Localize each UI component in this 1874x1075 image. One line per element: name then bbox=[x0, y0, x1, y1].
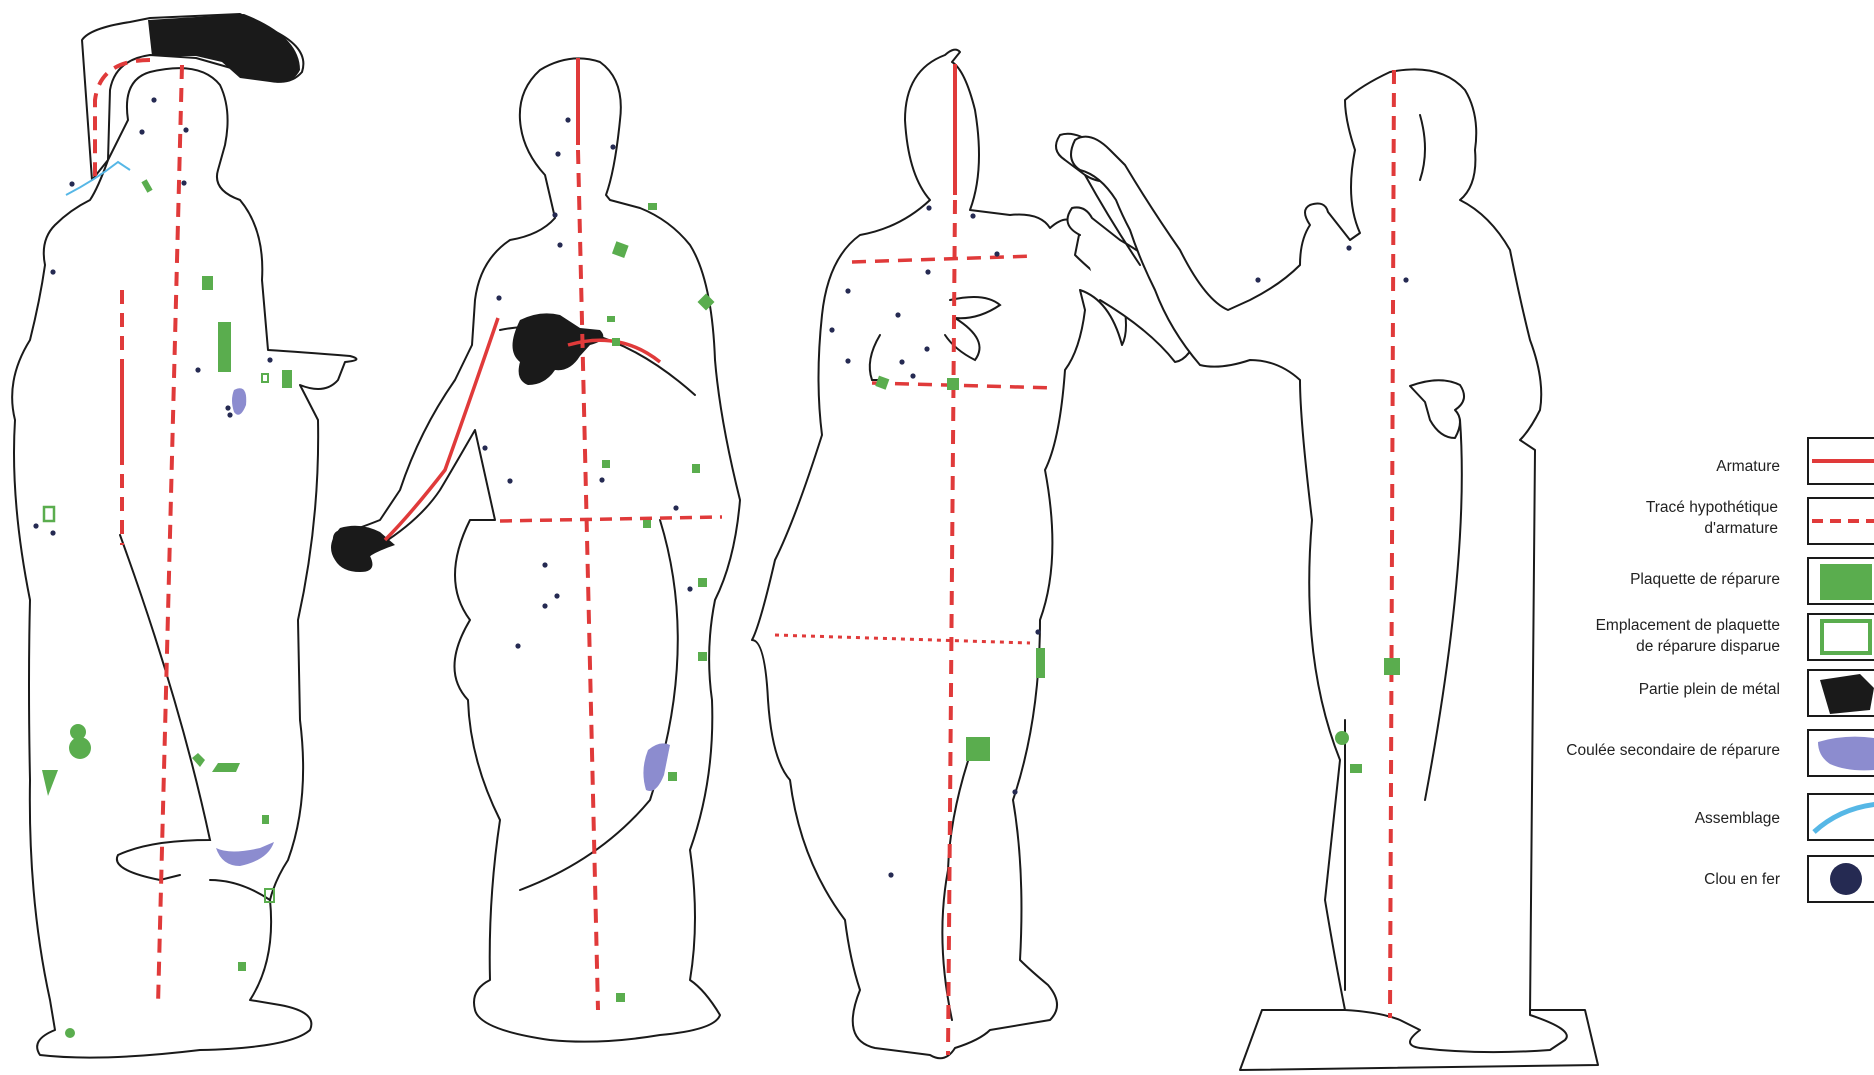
legend-label: de réparure disparue bbox=[1636, 638, 1780, 655]
statue-1-plaque bbox=[238, 962, 246, 971]
legend-item-assembly: Assemblage bbox=[1695, 794, 1874, 840]
legend-item-solid-metal: Partie plein de métal bbox=[1639, 670, 1874, 716]
statue-1-outline bbox=[12, 68, 356, 1057]
statue-2 bbox=[331, 58, 740, 1042]
legend-label: Armature bbox=[1716, 458, 1780, 475]
statue-2-outline bbox=[334, 58, 740, 1041]
statue-1-plaque bbox=[65, 1028, 75, 1038]
nail-icon bbox=[1830, 863, 1862, 895]
legend-item-armature: Armature bbox=[1716, 438, 1874, 484]
legend: Armature Tracé hypothétique d'armature P… bbox=[1566, 438, 1874, 902]
legend-label: d'armature bbox=[1704, 520, 1778, 537]
statue-1-plaque bbox=[202, 276, 213, 290]
legend-item-plaque-missing: Emplacement de plaquette de réparure dis… bbox=[1596, 614, 1874, 660]
statue-4 bbox=[1071, 69, 1598, 1070]
legend-item-plaque: Plaquette de réparure bbox=[1630, 558, 1874, 604]
plaque-icon bbox=[1820, 564, 1872, 600]
statue-1-plaque bbox=[262, 815, 269, 824]
legend-item-secondary-casting: Coulée secondaire de réparure bbox=[1566, 730, 1874, 776]
legend-label: Assemblage bbox=[1695, 810, 1780, 827]
statue-1-plaque bbox=[282, 370, 292, 388]
statue-1 bbox=[12, 14, 356, 1058]
statue-3-outline bbox=[752, 50, 1126, 1059]
legend-label: Coulée secondaire de réparure bbox=[1566, 742, 1780, 759]
legend-label: Partie plein de métal bbox=[1639, 681, 1780, 698]
legend-label: Plaquette de réparure bbox=[1630, 571, 1780, 588]
legend-label: Emplacement de plaquette bbox=[1596, 617, 1780, 634]
legend-item-hypothetical: Tracé hypothétique d'armature bbox=[1646, 498, 1874, 544]
statue-1-plaque bbox=[69, 737, 91, 759]
statue-1-plaque bbox=[218, 322, 231, 372]
legend-item-iron-nail: Clou en fer bbox=[1704, 856, 1874, 902]
statue-4-outline bbox=[1071, 69, 1567, 1052]
legend-label: Clou en fer bbox=[1704, 871, 1780, 888]
legend-label: Tracé hypothétique bbox=[1646, 499, 1778, 516]
